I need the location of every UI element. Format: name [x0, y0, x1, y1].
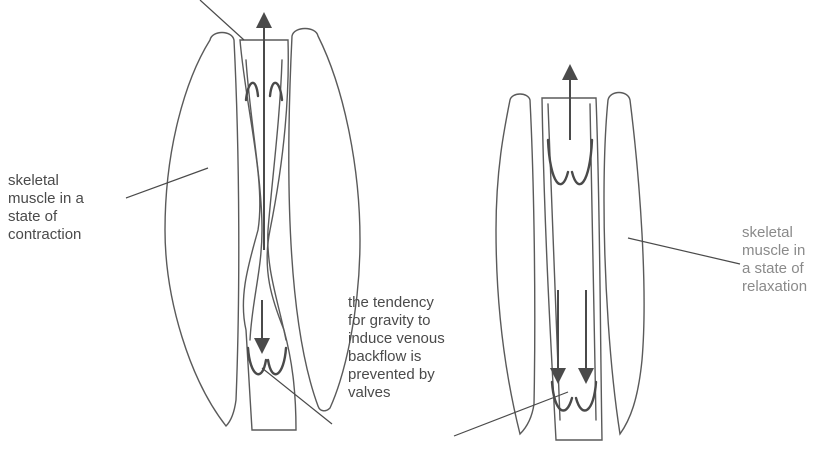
leader-relaxation [628, 238, 740, 264]
gravity-label-line-3: induce venous [348, 330, 445, 348]
relaxation-label: skeletal muscle in a state of relaxation [742, 224, 807, 296]
leader-gravity-right [454, 392, 568, 436]
relaxation-figure [496, 72, 644, 440]
gravity-label-line-2: for gravity to [348, 312, 445, 330]
contraction-label-line-4: contraction [8, 226, 84, 244]
relaxed-muscle-right [604, 93, 644, 435]
contraction-label-line-3: state of [8, 208, 84, 226]
relaxation-label-line-1: skeletal [742, 224, 807, 242]
relaxed-muscle-left [496, 94, 535, 434]
relaxation-label-line-2: muscle in [742, 242, 807, 260]
gravity-label-line-6: valves [348, 384, 445, 402]
contracted-muscle-left [165, 33, 239, 427]
contraction-label-line-2: muscle in a [8, 190, 84, 208]
relaxation-label-line-3: a state of [742, 260, 807, 278]
gravity-label-line-1: the tendency [348, 294, 445, 312]
gravity-label-line-5: prevented by [348, 366, 445, 384]
contraction-label: skeletal muscle in a state of contractio… [8, 172, 84, 244]
gravity-label-line-4: backflow is [348, 348, 445, 366]
contraction-label-line-1: skeletal [8, 172, 84, 190]
gravity-label: the tendency for gravity to induce venou… [348, 294, 445, 402]
relaxation-label-line-4: relaxation [742, 278, 807, 296]
